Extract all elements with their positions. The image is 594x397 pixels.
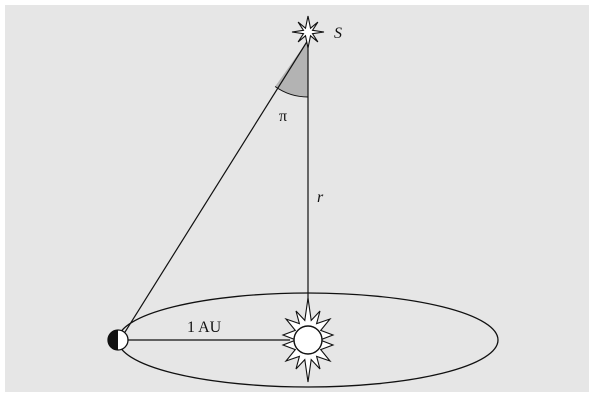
parallax-angle-label: π	[279, 108, 287, 125]
parallax-angle-arc	[274, 86, 309, 98]
earth-star-line	[119, 39, 309, 341]
four-point-star-icon	[291, 15, 325, 49]
distance-label: r	[317, 189, 324, 206]
baseline-label: 1 AU	[187, 319, 222, 336]
half-lit-earth-icon	[107, 329, 129, 351]
sun-icon	[281, 297, 335, 383]
star-label: S	[334, 25, 342, 42]
